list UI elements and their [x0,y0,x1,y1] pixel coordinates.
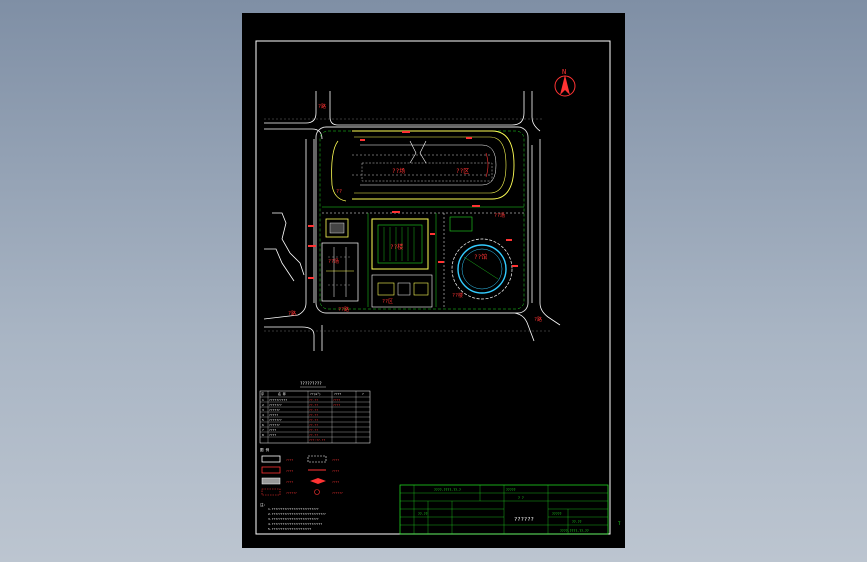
map-label: ??区 [456,168,469,175]
legend-label: ???? [286,480,293,484]
legend-swatch [261,455,281,463]
schedule-cell: 1 [262,398,264,402]
road-label: ?路 [534,316,542,323]
corner-mark: T [618,521,621,526]
project-name: ????-????-??-? [434,488,461,492]
schedule-cell: 8 [262,433,264,437]
schedule-cell: ???? [333,398,340,402]
schedule-cell: ???? [269,433,276,437]
legend-swatch [261,466,281,474]
road-label: ?路 [318,103,326,110]
schedule-cell: 7 [262,428,264,432]
schedule-cell: 2 [262,403,264,407]
schedule-cell: ????? [269,413,278,417]
schedule-cell: ??.?? [309,418,318,422]
legend-swatch [261,488,281,496]
legend-label: ???? [332,469,339,473]
drawing-notes: 注: 1.?????????????????????????? 2.??????… [260,502,326,531]
project-phase: ????? [506,488,516,492]
road-label: ??路 [338,306,349,313]
road-network [263,91,561,351]
scale: ? ? [518,496,524,500]
north-arrow-icon: N [554,68,576,97]
schedule-cell: ??.?? [309,433,318,437]
schedule-cell: 3 [262,408,264,412]
legend: 图 例 ???? ???? ???? ???? ???? ???? ??????… [260,447,343,496]
schedule-cell: ???? [269,428,276,432]
map-label: ??场 [392,167,405,175]
map-label: ??楼 [452,292,463,299]
building-main [371,218,433,308]
circular-plaza [449,216,513,300]
schedule-cell: ??.?? [309,428,318,432]
map-label: ??区 [382,299,393,305]
schedule-cell: ?????? [269,423,280,427]
drawing-frame [255,40,611,535]
date: ??.?? [572,520,582,524]
schedule-cell: ??.?? [309,413,318,417]
map-label: ??馆 [474,253,487,261]
title-block: ????-????-??-? ????? ? ? ????? ??.?? ??.… [399,484,609,535]
schedule-total: ???:??.?? [309,438,325,442]
site-boundary [315,126,529,314]
schedule-cell: ??.?? [309,423,318,427]
drawing-code: ????-????-??-?? [560,529,589,533]
schedule-cell: 5 [262,418,264,422]
schedule-header: 名 称 [278,391,286,396]
legend-label: ???? [286,469,293,473]
legend-swatch [314,489,320,495]
note-line: 1.?????????????????????????? [268,507,319,511]
map-annotations: ?路 ?路 ?路 ??路 ??场 ??区 ??楼 ??馆 ??场 ??区 ?? … [288,103,542,323]
legend-label: ???? [332,458,339,462]
note-line: 4.???????????????????????????? [268,522,322,526]
schedule-cell: ?????????? [269,398,287,402]
dept: ????? [552,512,562,516]
note-line: 3.?????????????????????????? [268,517,319,521]
legend-label: ???? [332,480,339,484]
north-label: N [562,68,566,76]
schedule-cell: 4 [262,413,264,417]
legend-label: ?????? [286,491,297,495]
note-line: 2.?????????????????????????????? [268,512,326,516]
note-line: 5.?????????????????????? [268,527,312,531]
designer-field: ??.?? [418,512,428,516]
schedule-title: ????????? [300,381,322,386]
map-label: ?? [336,189,342,195]
legend-swatch [310,478,326,484]
schedule-header: ? [362,392,364,396]
schedule-cell: ??.?? [309,398,318,402]
schedule-header: 序 [261,391,264,396]
legend-swatch [307,455,327,463]
schedule-header: ??(m²) [310,392,321,396]
schedule-cell: ??.?? [309,408,318,412]
road-label: ?路 [288,310,296,317]
legend-label: ?????? [332,491,343,495]
schedule-cell: ???? [333,403,340,407]
running-track [331,130,515,202]
green-belt [319,130,525,310]
schedule-cell: ??????? [269,403,282,407]
internal-paths [322,206,524,307]
schedule-cell: ??????? [269,418,282,422]
schedule-cell: ??.?? [309,403,318,407]
schedule-cell: ?????? [269,408,280,412]
map-label: ??场 [494,212,505,219]
schedule-cell: 6 [262,423,264,427]
legend-swatch [261,477,281,485]
area-schedule-table: ????????? 序 名 称 ??(m²) ???? [259,381,371,444]
sheet-name: ?????? [514,517,534,523]
map-label: ??场 [328,258,339,265]
notes-title: 注: [260,502,266,507]
site-plan-drawing: N [255,40,621,535]
legend-title: 图 例 [260,447,270,452]
map-label: ??楼 [390,243,403,251]
drawing-sheet[interactable]: N [242,13,625,548]
legend-label: ???? [286,458,293,462]
schedule-header: ???? [334,392,341,396]
building-west [321,218,359,302]
